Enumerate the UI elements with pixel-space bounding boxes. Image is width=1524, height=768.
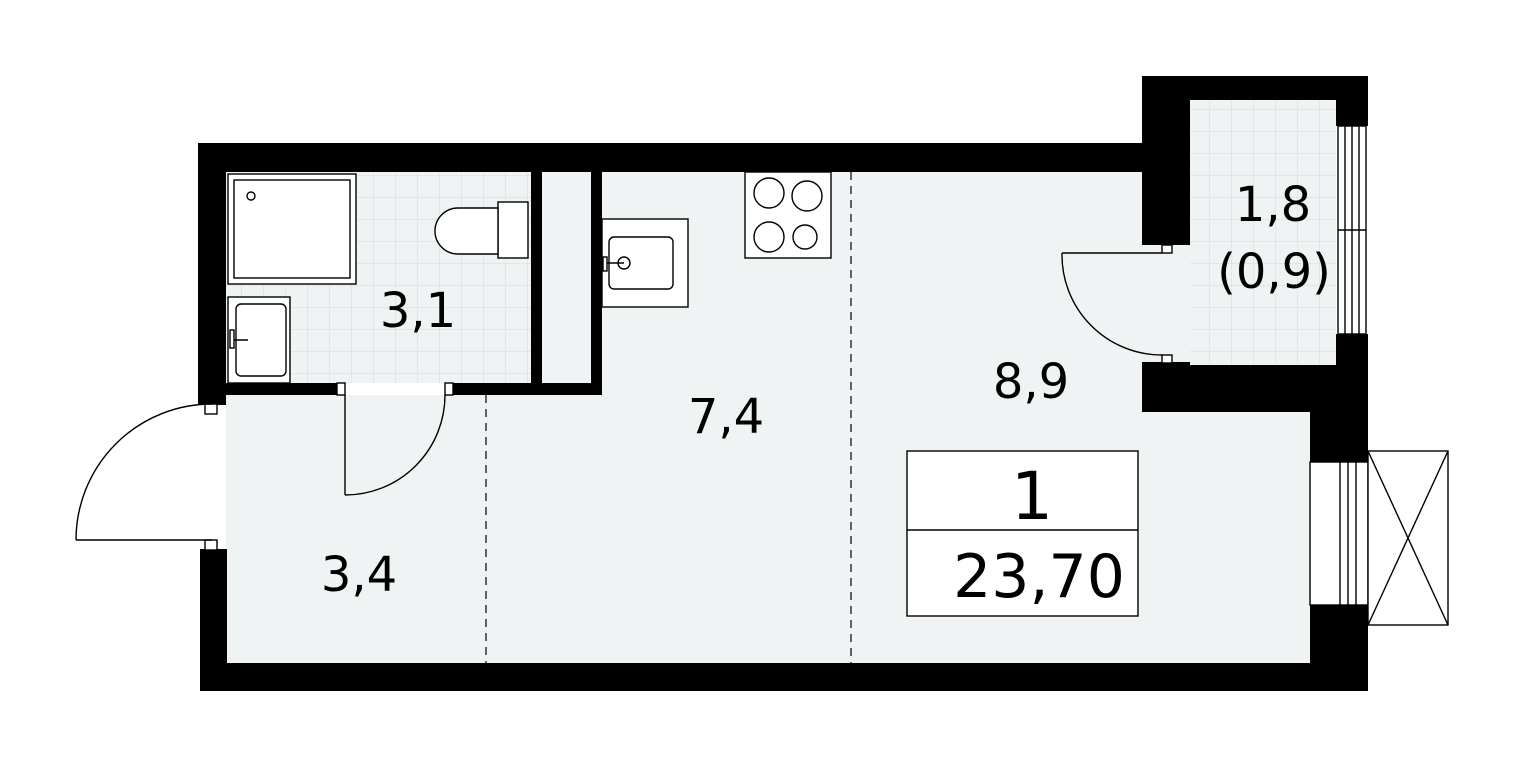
area-label-bathroom: 3,1 — [380, 283, 456, 339]
wall-right-mid — [1310, 412, 1368, 462]
area-label-hallway: 3,4 — [321, 547, 397, 603]
wall-left-upper — [198, 143, 226, 405]
wall-top — [198, 143, 1188, 172]
wall-bathroom-bottom-left — [226, 383, 340, 395]
area-label-balcony: 1,8 — [1235, 177, 1311, 233]
kitchen-sink — [601, 218, 689, 308]
area-label-balcony-reduced: (0,9) — [1217, 244, 1331, 300]
floor-living-ext — [1142, 245, 1190, 365]
total-area: 23,70 — [953, 542, 1125, 612]
bathroom-sink — [227, 296, 291, 384]
room-count: 1 — [1011, 458, 1053, 535]
walls — [198, 76, 1368, 691]
living-window — [1309, 461, 1369, 606]
wall-bathroom-right — [531, 172, 542, 395]
wall-right-bottom — [1310, 605, 1368, 691]
entrance-door — [75, 403, 218, 551]
wall-bottom — [200, 663, 1368, 691]
area-label-kitchen: 7,4 — [688, 389, 764, 445]
shower-tray — [227, 173, 357, 285]
bathroom-door — [336, 382, 454, 496]
floor-balcony-tiles — [1190, 100, 1336, 365]
toilet — [434, 201, 529, 259]
floor-hallway — [226, 395, 488, 663]
balcony-window — [1337, 125, 1367, 335]
wall-balcony-left-upper — [1142, 76, 1190, 245]
wall-shaft-right — [591, 172, 602, 395]
wall-bathroom-bottom-right — [452, 383, 602, 395]
cooktop — [744, 171, 832, 259]
wall-right-balcony-upper — [1336, 76, 1368, 126]
area-label-living: 8,9 — [993, 354, 1069, 410]
balcony-door — [1061, 244, 1173, 364]
ac-unit — [1367, 450, 1449, 626]
wall-balcony-bottom — [1142, 365, 1336, 412]
wall-right-balcony-lower — [1336, 334, 1368, 412]
summary-box: 1 23,70 — [906, 450, 1139, 617]
